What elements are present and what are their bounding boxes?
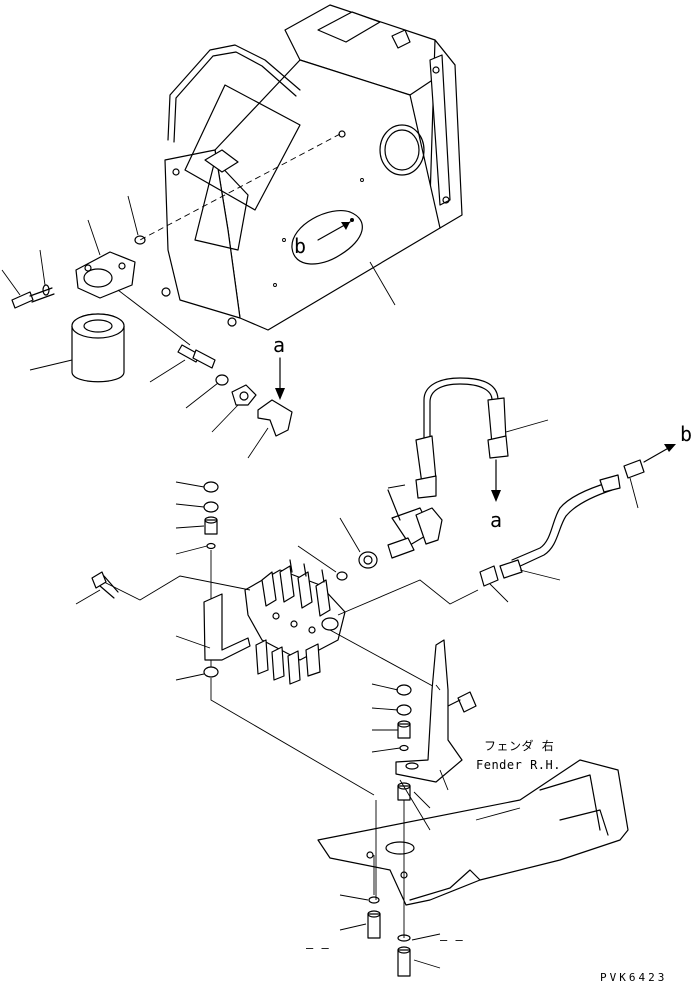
fender-rh: [317, 759, 629, 906]
label-a-mid: a: [490, 508, 503, 532]
label-b-top: b: [294, 234, 307, 258]
right-stack: [371, 639, 477, 783]
fender-label-jp: フェンダ 右: [484, 739, 555, 753]
plug-icon: [134, 235, 146, 245]
dash-right: — —: [440, 933, 464, 947]
filter-cartridge: [29, 313, 125, 383]
fitting-elbow: [149, 344, 293, 459]
label-b-right: b: [680, 422, 693, 446]
left-stack: [75, 481, 375, 796]
fender-label-en: Fender R.H.: [476, 758, 561, 772]
fender-housing: [161, 4, 463, 331]
filter-head: [75, 219, 136, 299]
label-a-top: a: [273, 333, 286, 357]
dash-left: — —: [306, 941, 330, 955]
control-valve: [244, 559, 346, 685]
long-hose: [479, 459, 645, 603]
adapter-elbow: [297, 484, 443, 581]
leader-dashed: [139, 133, 341, 241]
drawing-code: PVK6423: [600, 971, 668, 984]
bottom-bolts: [339, 779, 441, 977]
hose-assembly: [415, 377, 549, 499]
bolt-left: [1, 249, 55, 309]
